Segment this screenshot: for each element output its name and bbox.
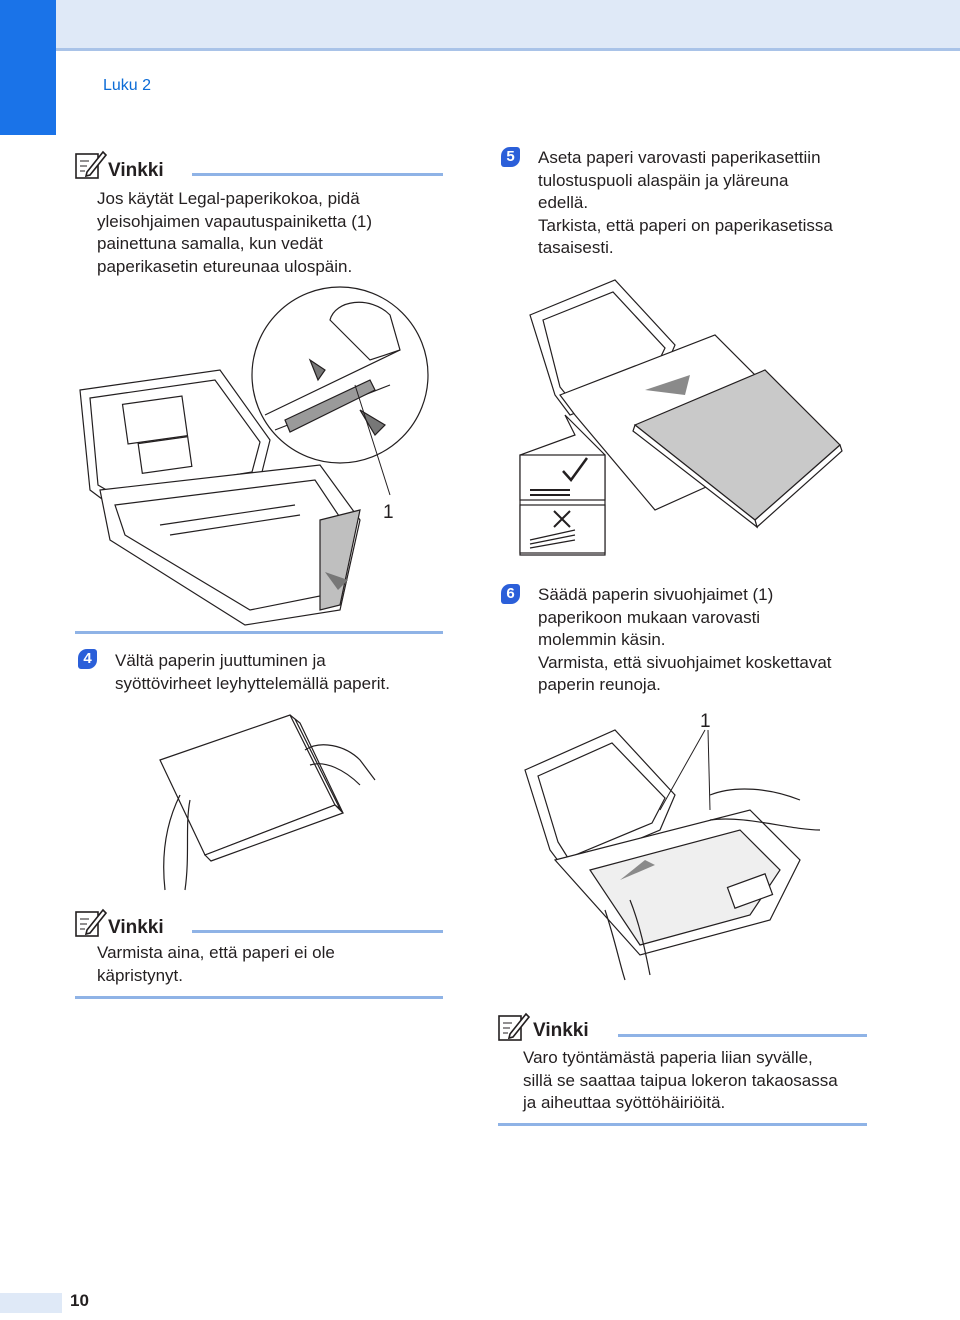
callout-1-fig3: 1: [700, 711, 711, 732]
chapter-title: Luku 2: [103, 77, 152, 94]
step-badge-5: 5: [501, 147, 520, 167]
side-guide-adjust-illustration: [524, 729, 821, 981]
note-text: Jos käytät Legal-paperikokoa, pidä yleis…: [97, 189, 372, 276]
chapter-tab: [0, 0, 56, 135]
note-rule-top: [618, 1034, 867, 1037]
step-5-text: Aseta paperi varovasti paperikasettiin t…: [538, 148, 833, 257]
note-title: Vinkki: [108, 160, 164, 181]
step-4-rule: [75, 631, 443, 634]
note-pencil-icon: [75, 150, 108, 179]
paper-insert-illustration: [519, 279, 843, 556]
step-badge-6: 6: [501, 584, 520, 604]
step-4-text: Vältä paperin juuttuminen ja syöttövirhe…: [115, 651, 390, 693]
callout-1-fig1: 1: [383, 502, 394, 523]
note-rule-top: [192, 173, 443, 176]
note-text: Varmista aina, että paperi ei ole käpris…: [97, 943, 335, 985]
cross-icon: [553, 510, 571, 528]
page-number-band: [0, 1293, 62, 1313]
note-box-3: Vinkki Varo työntämästä paperia liian sy…: [498, 1012, 870, 1130]
fanning-paper-illustration: [159, 714, 376, 891]
tray-guide-release-illustration: [79, 286, 429, 626]
note-pencil-icon: [498, 1012, 531, 1041]
note-pencil-icon: [75, 908, 108, 937]
note-rule-bottom: [498, 1123, 867, 1126]
header-rule: [56, 48, 960, 51]
step-badge-4: 4: [78, 649, 97, 669]
note-box-2: Vinkki Varmista aina, että paperi ei ole…: [75, 908, 445, 1000]
note-title: Vinkki: [533, 1020, 589, 1041]
note-box-1: Vinkki Jos käytät Legal-paperikokoa, pid…: [75, 150, 445, 280]
page-number: 10: [70, 1291, 89, 1310]
note-rule-top: [192, 930, 443, 933]
header-band: [0, 0, 960, 50]
step-6-text: Säädä paperin sivuohjaimet (1) paperikoo…: [538, 585, 832, 694]
note-title: Vinkki: [108, 917, 164, 938]
note-rule-bottom: [75, 996, 443, 999]
check-icon: [562, 457, 589, 482]
note-text: Varo työntämästä paperia liian syvälle, …: [523, 1048, 838, 1112]
